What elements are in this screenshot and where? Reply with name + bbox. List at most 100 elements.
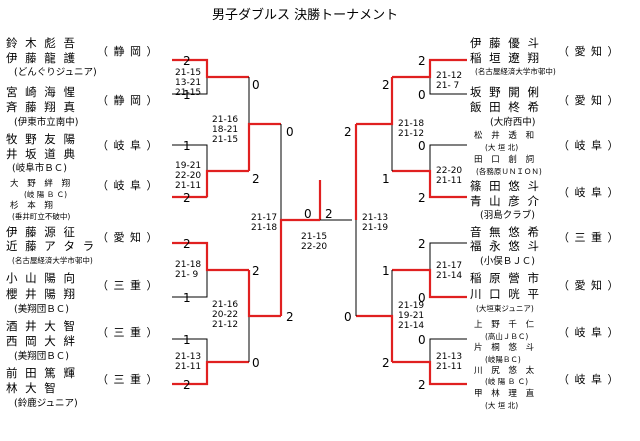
match-score: 21-16 18-21 21-15 <box>212 115 239 145</box>
prefecture: （ 三 重 ） <box>97 326 159 339</box>
player-name: 松 井 透 和 <box>474 131 538 141</box>
player-name: 稲 原 營 市 <box>470 271 541 285</box>
player-name: 上 野 千 仁 <box>474 320 538 330</box>
prefecture: （ 岐 阜 ） <box>558 139 620 152</box>
final-result: 2 <box>325 207 333 221</box>
match-result: 0 <box>252 78 260 92</box>
player-name: 伊 藤 優 斗 <box>470 36 541 50</box>
team-affiliation: (岐 陽 Ｂ Ｃ) <box>485 377 529 386</box>
match-result: 2 <box>183 378 191 392</box>
match-result: 2 <box>418 378 426 392</box>
match-result: 1 <box>183 88 191 102</box>
match-result: 0 <box>418 291 426 305</box>
player-name: 坂 野 開 俐 <box>470 85 541 99</box>
match-score: 21-17 21-14 <box>436 261 463 281</box>
player-name: 杉 本 翔 <box>10 201 56 211</box>
match-result: 0 <box>344 310 352 324</box>
team-affiliation: (美翔団ＢＣ) <box>14 351 69 362</box>
match-score: 21-17 21-18 <box>251 213 278 233</box>
prefecture: （ 三 重 ） <box>97 373 159 386</box>
player-name: 飯 田 柊 希 <box>470 100 541 114</box>
player-name: 鈴 木 彪 吾 <box>6 36 77 50</box>
player-name: 櫻 井 陽 翔 <box>6 287 77 301</box>
match-score: 22-20 21-11 <box>436 166 463 186</box>
prefecture: （ 三 重 ） <box>97 279 159 292</box>
prefecture: （ 静 岡 ） <box>97 94 159 107</box>
match-score: 21-16 20-22 21-12 <box>212 300 239 330</box>
player-name: 稲 垣 遼 翔 <box>470 51 541 65</box>
team-affiliation: (伊東市立南中) <box>14 117 79 128</box>
prefecture: （ 岐 阜 ） <box>97 139 159 152</box>
player-name: 小 山 陽 向 <box>6 271 77 285</box>
team-affiliation: (岐阜市ＢＣ) <box>12 163 67 174</box>
match-result: 1 <box>382 172 390 186</box>
match-result: 2 <box>418 54 426 68</box>
match-result: 2 <box>418 237 426 251</box>
bracket-line <box>392 360 467 386</box>
match-result: 2 <box>183 191 191 205</box>
match-score: 21-18 21-12 <box>398 119 425 139</box>
bracket-line <box>356 314 394 362</box>
bracket-line <box>247 270 281 318</box>
player-name: 近 藤 ア タ ラ <box>6 239 97 253</box>
bracket-line <box>172 360 249 386</box>
player-name: 田 口 創 詞 <box>474 155 538 165</box>
team-affiliation: (名古屋経済大学市邨中) <box>475 67 556 76</box>
team-affiliation: (岐陽ＢＣ) <box>485 355 521 364</box>
player-name: 斉 藤 翔 真 <box>6 100 77 114</box>
player-name: 福 永 悠 斗 <box>470 239 541 253</box>
prefecture: （ 岐 阜 ） <box>97 179 159 192</box>
bracket-line <box>172 58 249 79</box>
match-score: 21-13 21-19 <box>362 213 389 233</box>
match-result: 1 <box>183 291 191 305</box>
bracket-line <box>247 122 281 171</box>
team-affiliation: (大垣東ジュニア) <box>476 304 534 313</box>
final-result: 0 <box>304 207 312 221</box>
bracket-line <box>356 77 394 126</box>
player-name: 伊 藤 源 征 <box>6 225 77 239</box>
match-result: 2 <box>183 237 191 251</box>
player-name: 西 岡 大 絆 <box>6 334 77 348</box>
player-name: 川 口 咣 平 <box>470 287 541 301</box>
player-name: 甲 林 理 直 <box>474 389 538 399</box>
match-result: 2 <box>418 191 426 205</box>
player-name: 林 大 智 <box>6 381 58 395</box>
team-affiliation: (どんぐりジュニア) <box>14 67 97 78</box>
match-score: 21-15 13-21 21-15 <box>175 68 202 98</box>
player-name: 牧 野 友 陽 <box>6 132 77 146</box>
prefecture: （ 岐 阜 ） <box>558 373 620 386</box>
player-name: 井 坂 道 典 <box>6 147 77 161</box>
player-name: 宮 崎 海 惺 <box>6 85 77 99</box>
bracket-line <box>392 58 467 79</box>
player-name: 伊 藤 龍 護 <box>6 51 77 65</box>
match-result: 2 <box>286 310 294 324</box>
match-result: 0 <box>418 139 426 153</box>
page-title: 男子ダブルス 決勝トーナメント <box>212 8 399 23</box>
team-affiliation: (美翔団ＢＣ) <box>14 304 69 315</box>
match-result: 2 <box>344 125 352 139</box>
prefecture: （ 岐 阜 ） <box>558 326 620 339</box>
match-result: 2 <box>252 172 260 186</box>
match-score: 21-13 21-11 <box>436 352 463 372</box>
prefecture: （ 愛 知 ） <box>558 45 620 58</box>
player-name: 大 野 絆 翔 <box>10 179 74 189</box>
match-result: 1 <box>382 264 390 278</box>
player-name: 酒 井 大 智 <box>6 319 77 333</box>
prefecture: （ 愛 知 ） <box>97 231 159 244</box>
match-result: 0 <box>418 333 426 347</box>
match-score: 21-12 21- 7 <box>436 71 463 91</box>
match-result: 2 <box>183 54 191 68</box>
team-affiliation: (名古屋経済大学市邨中) <box>12 256 93 265</box>
team-affiliation: (鈴鹿ジュニア) <box>14 398 78 409</box>
bracket-line <box>205 169 249 197</box>
prefecture: （ 三 重 ） <box>558 231 620 244</box>
prefecture: （ 愛 知 ） <box>558 279 620 292</box>
team-affiliation: (垂井町立不破中) <box>12 212 71 221</box>
prefecture: （ 愛 知 ） <box>558 94 620 107</box>
match-score: 21-18 21- 9 <box>175 260 202 280</box>
team-affiliation: (大 垣 北) <box>485 143 519 152</box>
match-score: 21-19 19-21 21-14 <box>398 301 425 331</box>
final-score: 21-15 22-20 <box>301 232 328 252</box>
